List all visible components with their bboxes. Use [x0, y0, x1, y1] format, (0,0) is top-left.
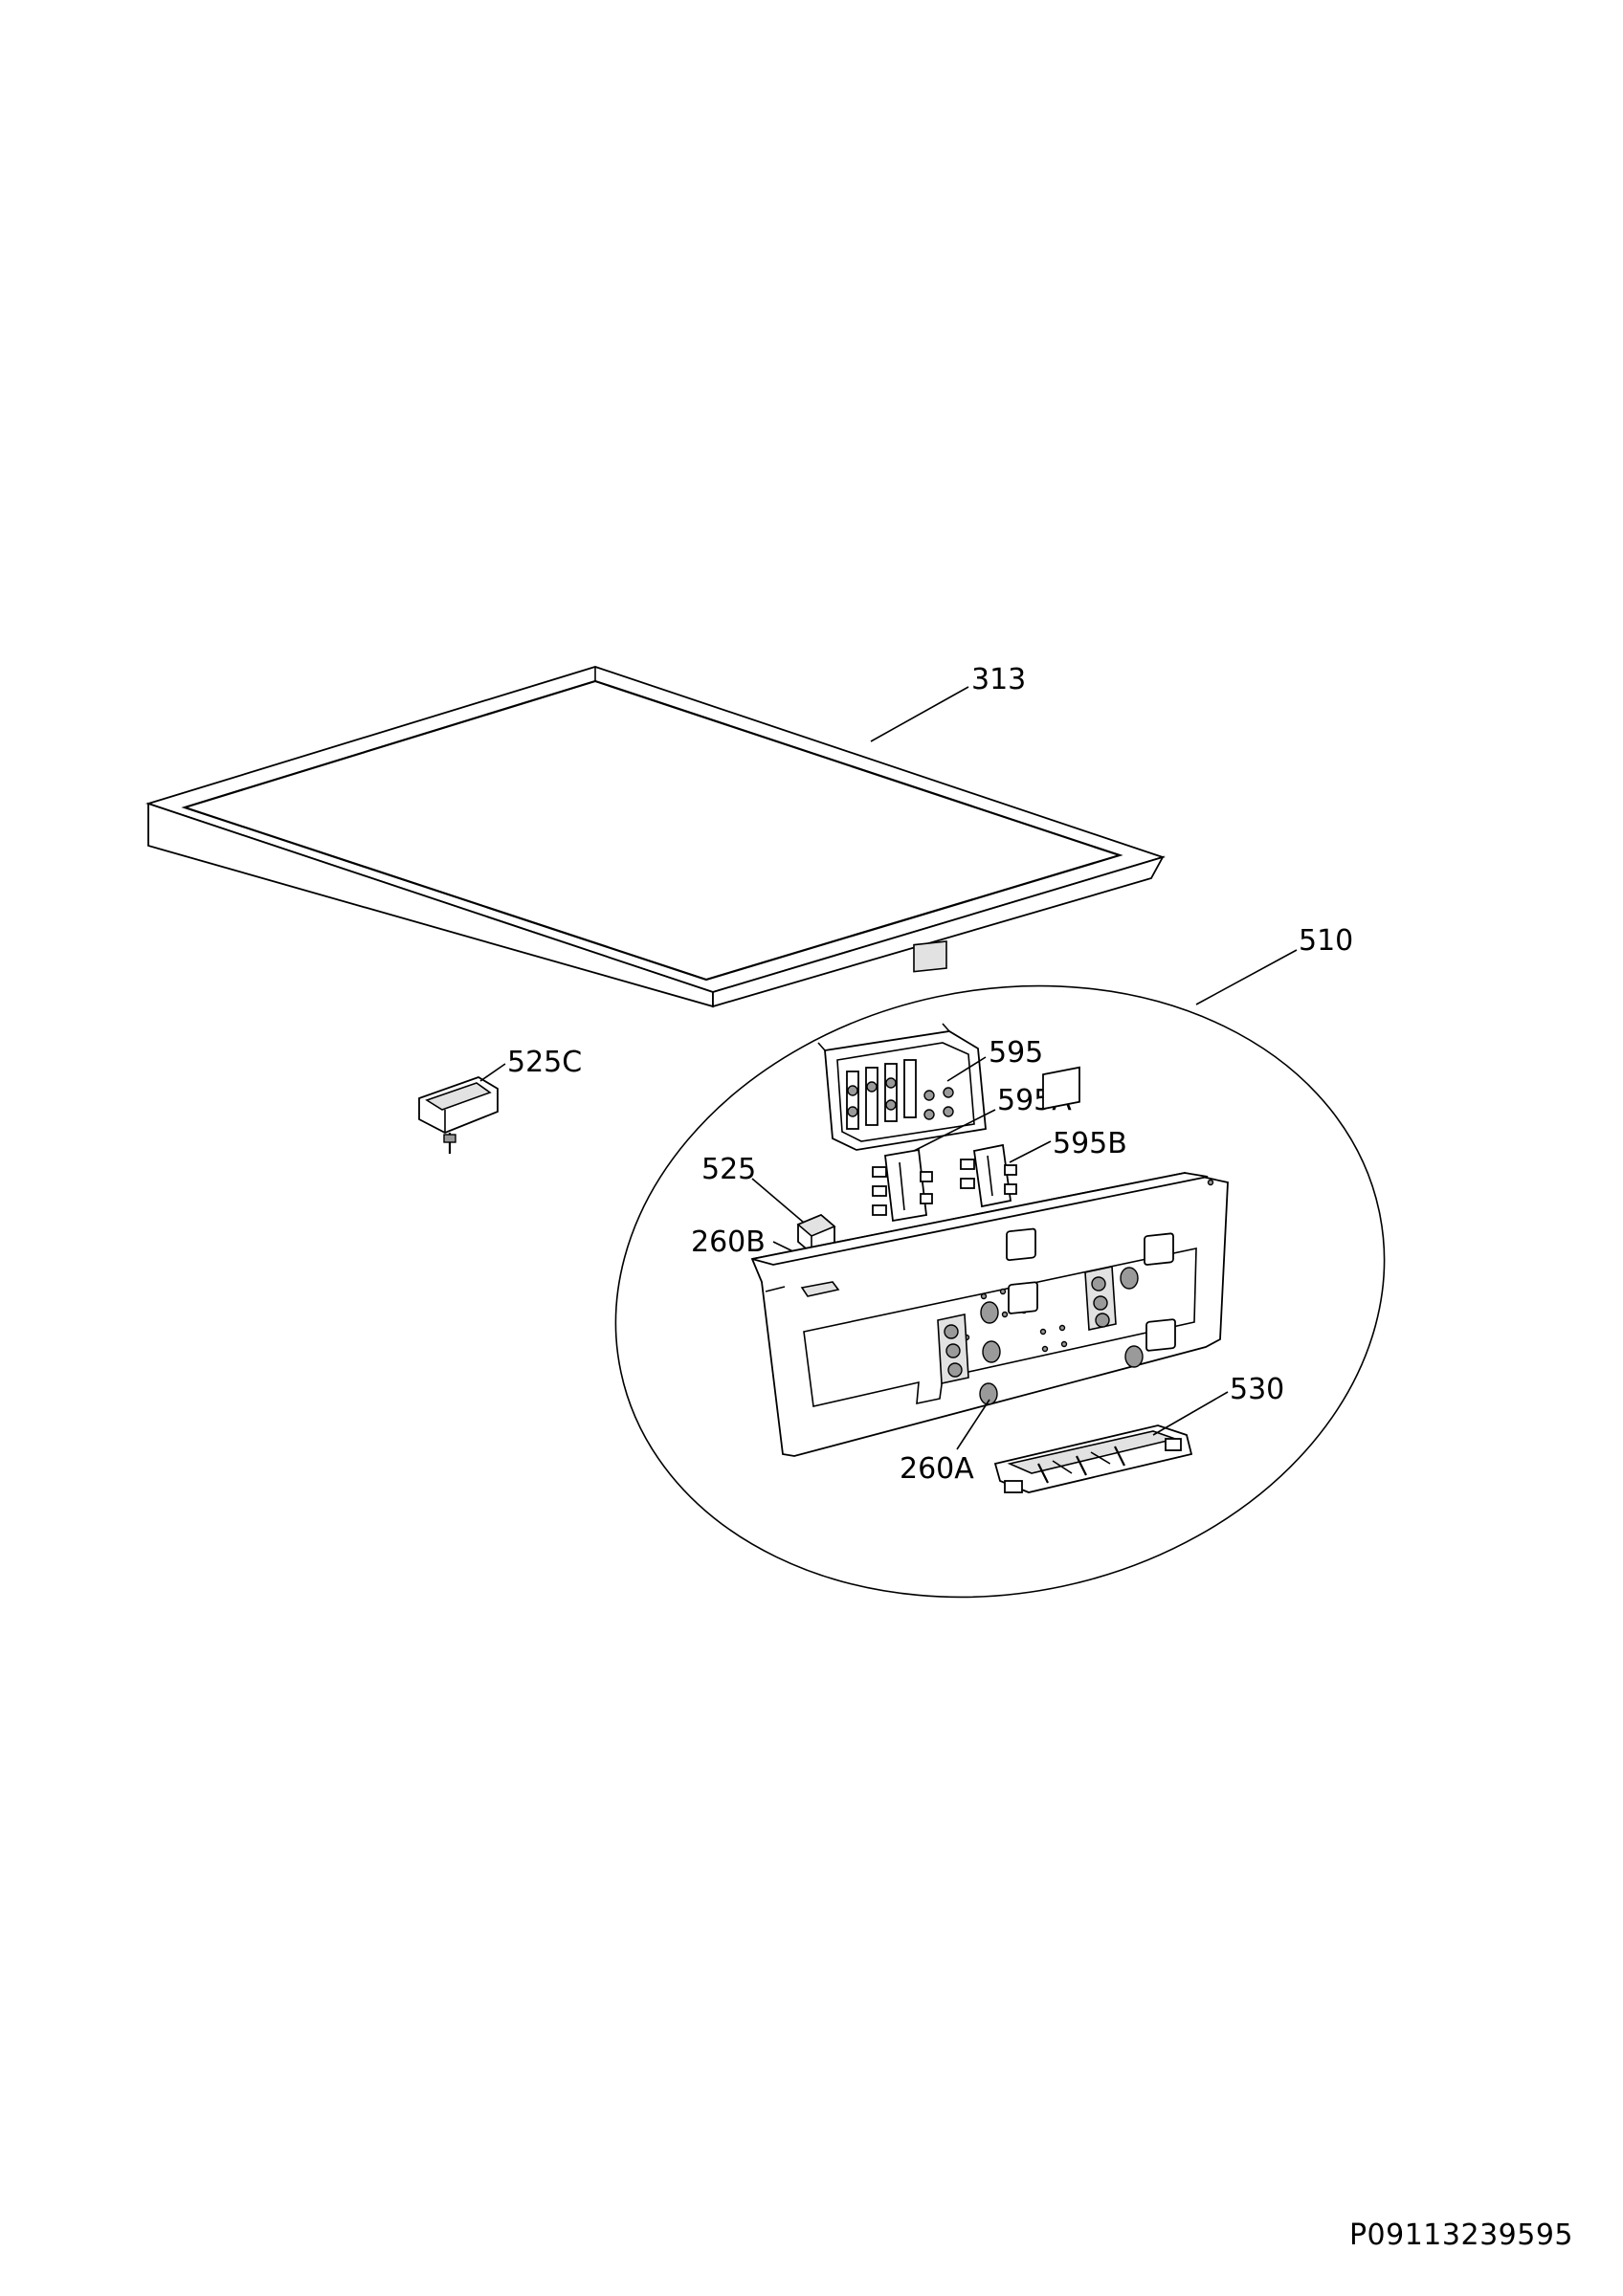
part-595B-bracket: [960, 1143, 1017, 1208]
part-595A-bracket: [872, 1148, 933, 1223]
callout-525: 525: [701, 1153, 756, 1186]
leader-260A: [956, 1399, 990, 1450]
leader-530: [1152, 1391, 1229, 1436]
callout-260A: 260A: [900, 1452, 974, 1486]
leader-525: [751, 1178, 805, 1224]
part-530-button-rail: [993, 1424, 1193, 1493]
leader-525C: [479, 1063, 506, 1082]
leader-595B: [1009, 1140, 1052, 1163]
callout-313: 313: [971, 663, 1026, 696]
leader-510: [1195, 949, 1298, 1005]
callout-595: 595: [989, 1036, 1043, 1070]
drawing-code: P09113239595: [1348, 2219, 1573, 2252]
part-313-lid: [145, 666, 1166, 1008]
assembly-510-outline: [614, 984, 1386, 1599]
part-525C: [418, 1076, 499, 1154]
callout-525C: 525C: [507, 1046, 582, 1079]
callout-595B: 595B: [1053, 1127, 1127, 1160]
part-595-board-holder: [817, 940, 987, 1151]
leader-313: [870, 686, 969, 742]
control-panel-housing: [750, 1066, 1229, 1457]
callout-510: 510: [1299, 924, 1353, 958]
callout-530: 530: [1230, 1373, 1284, 1406]
callout-260B: 260B: [691, 1225, 766, 1259]
leader-595: [946, 1056, 987, 1082]
leader-595A: [913, 1109, 996, 1152]
